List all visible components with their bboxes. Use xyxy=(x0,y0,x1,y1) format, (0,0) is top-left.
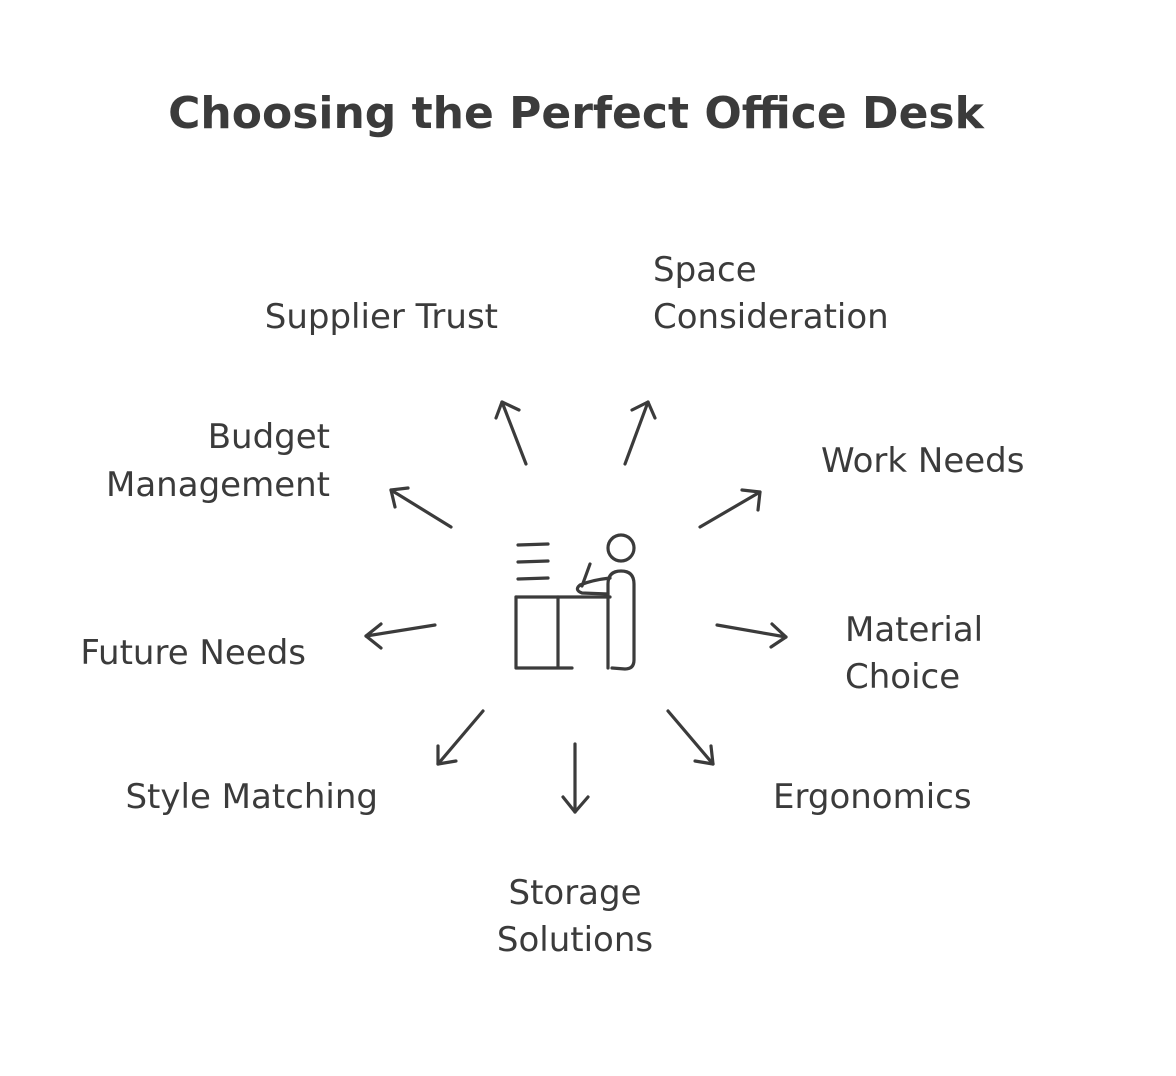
factor-label: Style Matching xyxy=(125,777,378,817)
factor-label: Budget xyxy=(208,417,330,457)
arrow-to-work-needs xyxy=(698,488,762,529)
factor-ergonomics: Ergonomics xyxy=(773,777,972,817)
arrow-to-style-matching xyxy=(436,709,485,766)
factor-budget-management: Budget Management xyxy=(106,417,330,505)
arrow-to-budget-management xyxy=(389,486,453,529)
factor-label: Work Needs xyxy=(821,441,1024,481)
arrow-to-storage-solutions xyxy=(561,742,590,814)
factor-supplier-trust: Supplier Trust xyxy=(265,297,498,337)
arrow-to-space-consideration xyxy=(623,400,657,466)
factor-material-choice: Material Choice xyxy=(845,610,983,697)
arrow-to-ergonomics xyxy=(666,709,715,766)
arrow-to-material-choice xyxy=(715,622,788,649)
factor-label: Storage xyxy=(508,873,641,913)
factor-label: Supplier Trust xyxy=(265,297,498,337)
factor-label: Space xyxy=(653,250,757,290)
factor-future-needs: Future Needs xyxy=(80,633,306,673)
arrow-to-future-needs xyxy=(364,622,437,650)
diagram-title: Choosing the Perfect Office Desk xyxy=(168,88,985,139)
factor-label: Choice xyxy=(845,657,960,697)
factor-space-consideration: Space Consideration xyxy=(653,250,889,337)
factor-label: Future Needs xyxy=(80,633,306,673)
factor-label: Management xyxy=(106,465,330,505)
factor-label: Solutions xyxy=(497,920,653,960)
factor-work-needs: Work Needs xyxy=(821,441,1024,481)
factor-storage-solutions: Storage Solutions xyxy=(497,873,653,960)
factor-style-matching: Style Matching xyxy=(125,777,378,817)
arrow-to-supplier-trust xyxy=(494,400,528,466)
factor-label: Material xyxy=(845,610,983,650)
factor-label: Consideration xyxy=(653,297,889,337)
factor-label: Ergonomics xyxy=(773,777,972,817)
person-at-desk-icon xyxy=(514,533,636,671)
